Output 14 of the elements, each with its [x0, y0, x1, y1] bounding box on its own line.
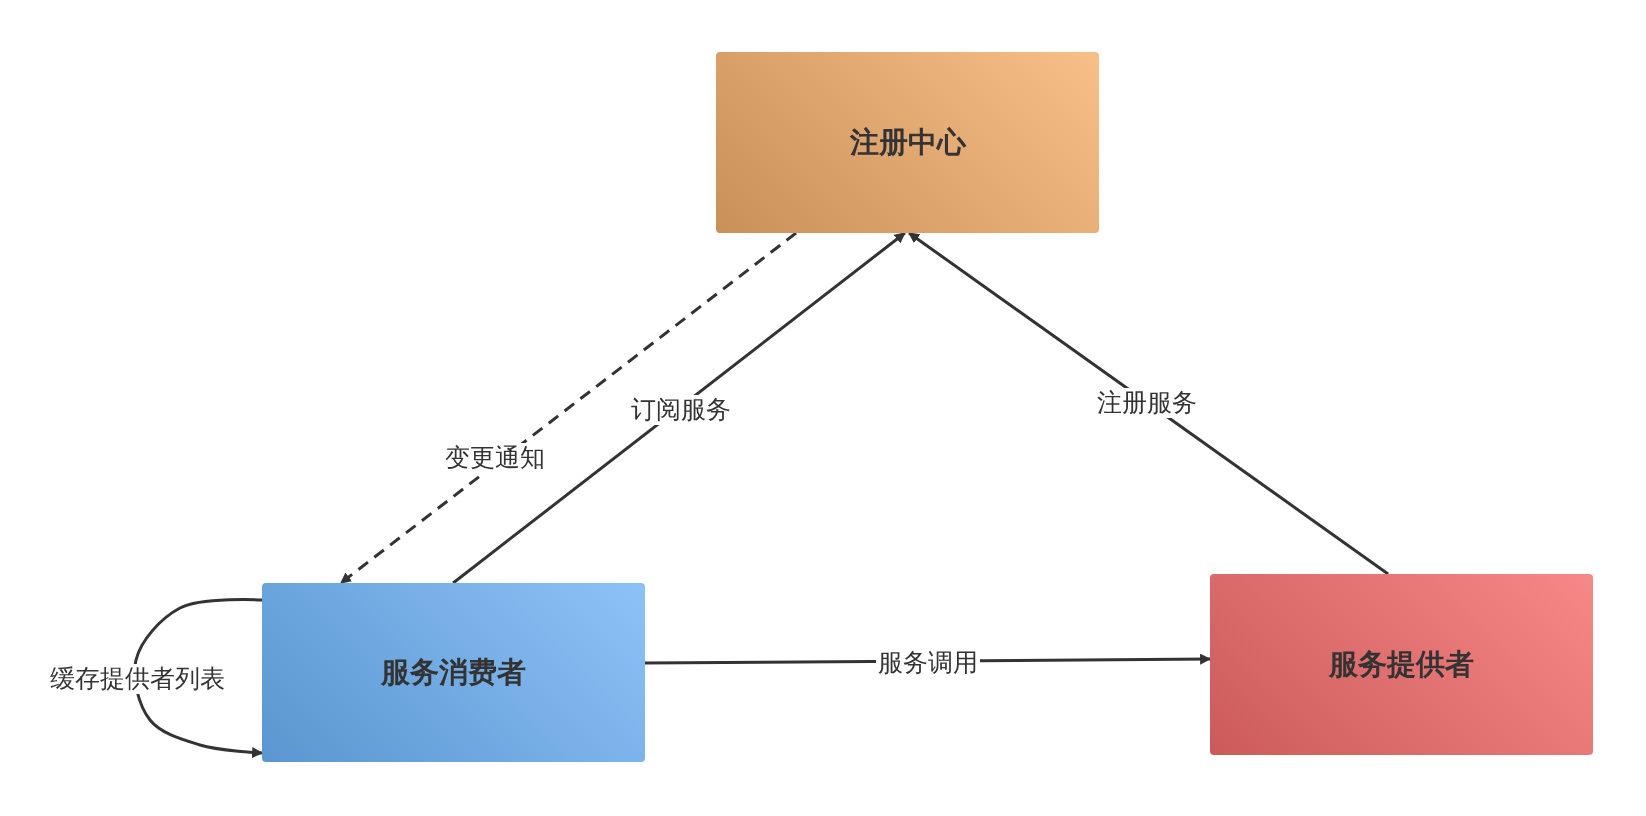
service-box: [1210, 574, 1593, 755]
arrow: [340, 231, 797, 585]
node-title: 服务提供者: [1329, 645, 1474, 683]
edge-label: 注册服务: [1095, 388, 1199, 418]
edge-label: 订阅服务: [629, 395, 733, 425]
service-box: [262, 583, 645, 762]
arrow: [908, 231, 1389, 576]
service-box: [716, 52, 1099, 233]
edge-label: 服务调用: [876, 648, 980, 678]
node-title: 注册中心: [849, 123, 966, 161]
arrow: [452, 231, 906, 585]
edge-label: 缓存提供者列表: [47, 664, 227, 694]
arrow: [133, 598, 264, 758]
node-title: 服务消费者: [381, 653, 526, 691]
